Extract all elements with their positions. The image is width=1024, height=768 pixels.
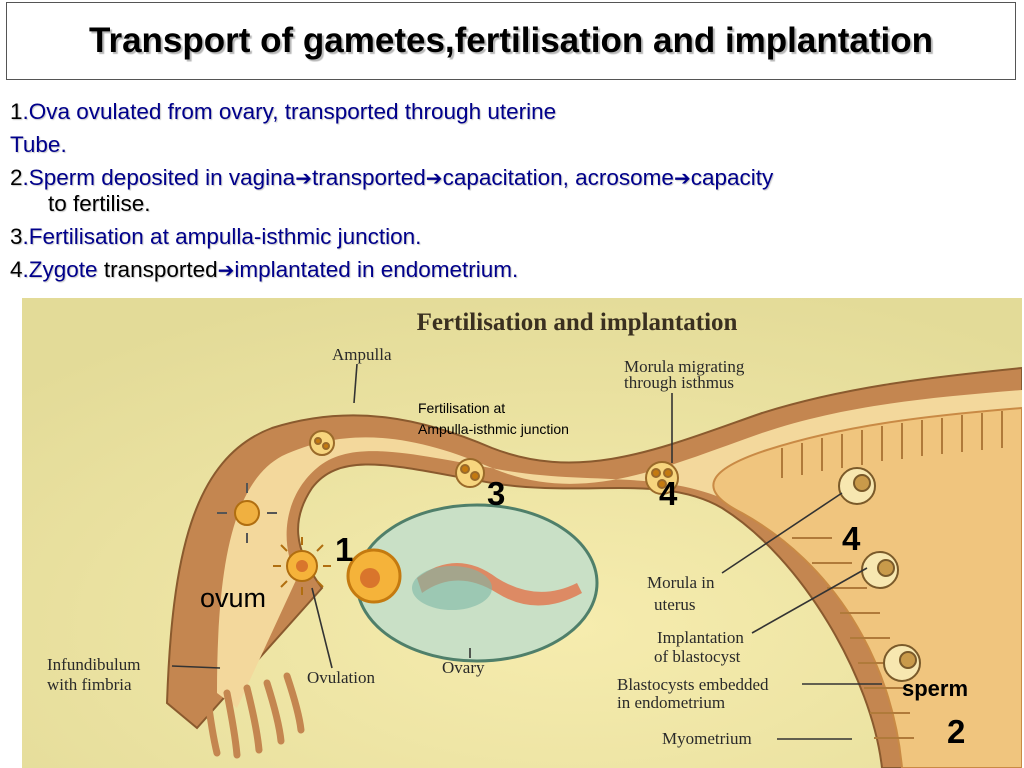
secondary-oocyte-cell	[217, 483, 277, 543]
bullet-text: transported	[311, 165, 426, 190]
step-number-1: 1	[335, 531, 354, 568]
step-number-4-isthmus: 4	[659, 475, 678, 512]
label-ampulla: Ampulla	[332, 345, 392, 364]
bullet-text: transported	[103, 257, 218, 282]
bullet-point: 4.Zygote transported➔implantated in endo…	[10, 253, 1010, 287]
label-implantation-1: Implantation	[657, 628, 744, 647]
blastocysts	[838, 467, 921, 682]
ovum-cell	[273, 537, 331, 595]
label-morula-isthmus-2: through isthmus	[624, 373, 734, 392]
bullet-text: capacitation, acrosome	[442, 165, 674, 190]
label-myometrium: Myometrium	[662, 729, 752, 748]
label-morula-isthmus-1: Morula migrating	[624, 357, 745, 376]
fertilisation-note-line-2: Ampulla-isthmic junction	[418, 421, 569, 437]
right-arrow-icon: ➔	[217, 258, 235, 282]
title-box: Transport of gametes,fertilisation and i…	[6, 2, 1016, 80]
label-infundibulum-2: with fimbria	[47, 675, 132, 694]
label-ovary: Ovary	[442, 658, 485, 677]
label-ovulation: Ovulation	[307, 668, 375, 687]
slide-title: Transport of gametes,fertilisation and i…	[89, 21, 933, 60]
label-infundibulum-1: Infundibulum	[47, 655, 141, 674]
right-arrow-icon: ➔	[295, 166, 312, 190]
pointer-lines	[171, 363, 882, 740]
ovary-follicle-region	[412, 566, 492, 610]
bullet-points: 1.Ova ovulated from ovary, transported t…	[10, 95, 1010, 287]
bullet-point: Tube.	[10, 128, 1010, 161]
bullet-text: vagina	[228, 165, 296, 190]
bullet-point: 2.Sperm deposited in vagina➔transported➔…	[10, 161, 1010, 195]
endometrium-band	[712, 406, 1022, 768]
bullet-text: implantated in endometrium.	[234, 257, 519, 282]
bullet-continuation: to fertilise.	[48, 191, 151, 216]
figure-heading: Fertilisation and implantation	[417, 309, 738, 336]
fimbria	[203, 672, 305, 759]
label-blastocysts-2: in endometrium	[617, 693, 725, 712]
fertilisation-note-line-1: Fertilisation at	[418, 400, 506, 416]
fertilisation-figure: Fertilisation and implantation Ampulla M…	[22, 298, 1022, 768]
bullet-number: 3	[10, 224, 23, 249]
zygote-cells	[309, 430, 679, 495]
bullet-number: 1	[10, 99, 23, 124]
bullet-text: .Sperm deposited in	[22, 165, 229, 190]
step-number-4-uterus: 4	[842, 520, 861, 557]
anatomical-illustration: Fertilisation and implantation Ampulla M…	[22, 298, 1022, 768]
label-blastocysts-1: Blastocysts embedded	[617, 675, 769, 694]
right-arrow-icon: ➔	[425, 166, 443, 190]
label-implantation-2: of blastocyst	[654, 647, 741, 666]
label-morula-uterus-2: uterus	[654, 595, 696, 614]
bullet-point: 3.Fertilisation at ampulla-isthmic junct…	[10, 220, 1010, 253]
endometrial-glands	[781, 411, 1003, 739]
fertilisation-note: Fertilisation at Ampulla-isthmic junctio…	[418, 398, 569, 440]
bullet-point: 1.Ova ovulated from ovary, transported t…	[10, 95, 1010, 128]
bullet-number: 4	[10, 257, 23, 282]
right-arrow-icon: ➔	[673, 166, 691, 190]
bullet-text: capacity	[690, 165, 774, 190]
bullet-text: .Ova ovulated from ovary, transported th…	[22, 99, 557, 124]
ovum-label: ovum	[200, 583, 267, 613]
step-number-2: 2	[947, 713, 966, 750]
bullet-text: .Zygote	[22, 257, 104, 282]
sperm-label: sperm	[902, 676, 969, 701]
bullet-text: .Fertilisation at ampulla-isthmic juncti…	[22, 224, 422, 249]
label-morula-uterus-1: Morula in	[647, 573, 715, 592]
step-number-3: 3	[487, 475, 506, 512]
bullet-number: 2	[10, 165, 23, 190]
bullet-text: Tube.	[10, 132, 67, 157]
